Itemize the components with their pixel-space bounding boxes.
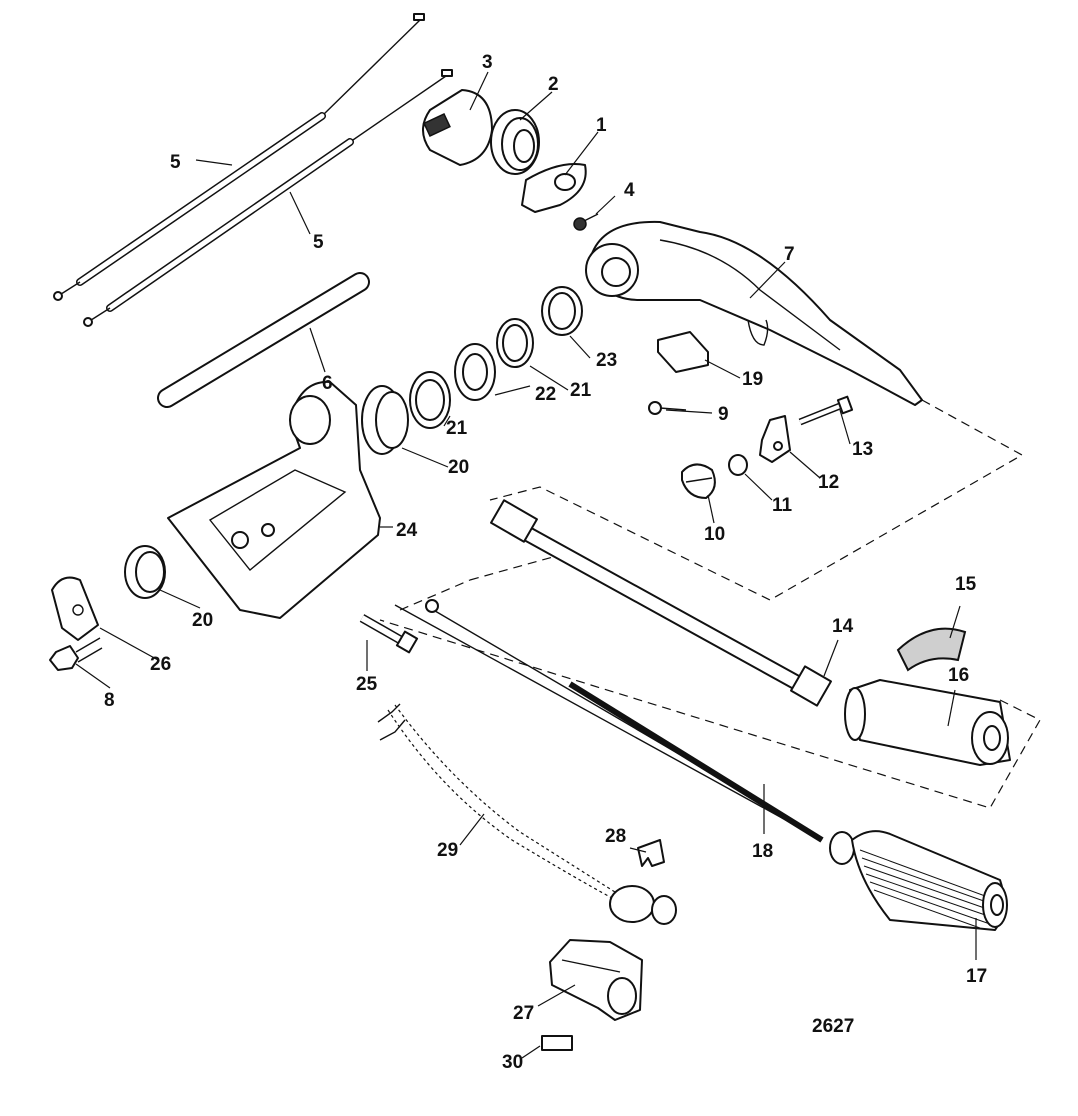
callout-21-upper: 21 — [570, 380, 592, 401]
alignment-lines — [379, 399, 1041, 809]
part-16-grip-tube — [844, 679, 1011, 766]
callout-10: 10 — [704, 524, 725, 545]
part-19-bracket — [657, 331, 709, 373]
part-9-screw — [648, 401, 687, 415]
callout-6: 6 — [322, 373, 333, 394]
callout-15: 15 — [955, 574, 977, 595]
callout-2: 2 — [548, 74, 559, 95]
part-1-plate — [521, 163, 587, 213]
callout-19: 19 — [742, 369, 763, 390]
callout-28: 28 — [605, 826, 626, 847]
part-5-cables — [53, 13, 453, 327]
callout-18: 18 — [752, 841, 773, 862]
callout-11: 11 — [772, 495, 793, 516]
part-30-label — [541, 1035, 573, 1051]
callout-25: 25 — [356, 674, 378, 695]
callout-21-lower: 21 — [446, 418, 468, 439]
callout-7: 7 — [784, 244, 795, 265]
part-8-bolt — [49, 637, 103, 671]
part-24-handle-housing — [167, 380, 381, 619]
callout-9: 9 — [718, 404, 729, 425]
callout-16: 16 — [948, 665, 969, 686]
part-2-spool — [490, 109, 540, 175]
part-11-ring — [728, 454, 748, 476]
callout-29: 29 — [437, 840, 458, 861]
part-27-connector-housing — [549, 939, 643, 1021]
callout-8: 8 — [104, 690, 115, 711]
part-14-shaft — [490, 499, 832, 707]
callout-12: 12 — [818, 472, 839, 493]
part-7-tiller-arm — [585, 220, 923, 406]
callout-20-lower: 20 — [192, 610, 213, 631]
callout-1: 1 — [596, 115, 607, 136]
callout-17: 17 — [966, 966, 987, 987]
leader-lines — [75, 71, 977, 1059]
part-17-ribbed-grip — [851, 830, 1008, 931]
callout-4: 4 — [624, 180, 635, 201]
callout-30: 30 — [502, 1052, 523, 1073]
part-28-clip — [637, 839, 665, 867]
part-6-tube — [157, 272, 370, 408]
callout-labels: 1 2 3 4 5 5 6 7 8 9 10 11 12 13 14 15 16… — [104, 52, 987, 1073]
callout-24: 24 — [396, 520, 418, 541]
part-15-clip — [896, 627, 967, 672]
part-13-bolt — [798, 395, 854, 426]
part-12-clamp — [759, 415, 791, 463]
part-29-harness — [377, 703, 677, 925]
part-25-pin — [359, 614, 419, 654]
part-3-cover — [422, 89, 493, 166]
part-18-cable — [394, 599, 855, 865]
part-26-plate — [51, 576, 99, 641]
callout-5-upper: 5 — [170, 152, 181, 173]
drawing-number: 2627 — [812, 1016, 854, 1037]
callout-5-lower: 5 — [313, 232, 324, 253]
ring-stack — [361, 286, 583, 455]
callout-23: 23 — [596, 350, 617, 371]
part-4-screw — [573, 213, 599, 231]
part-10-knob — [681, 463, 716, 499]
callout-13: 13 — [852, 439, 873, 460]
callout-26: 26 — [150, 654, 171, 675]
callout-27: 27 — [513, 1003, 534, 1024]
callout-22: 22 — [535, 384, 556, 405]
callout-14: 14 — [832, 616, 854, 637]
part-20-lower-bushing — [124, 545, 166, 599]
callout-3: 3 — [482, 52, 493, 73]
callout-20-upper: 20 — [448, 457, 469, 478]
